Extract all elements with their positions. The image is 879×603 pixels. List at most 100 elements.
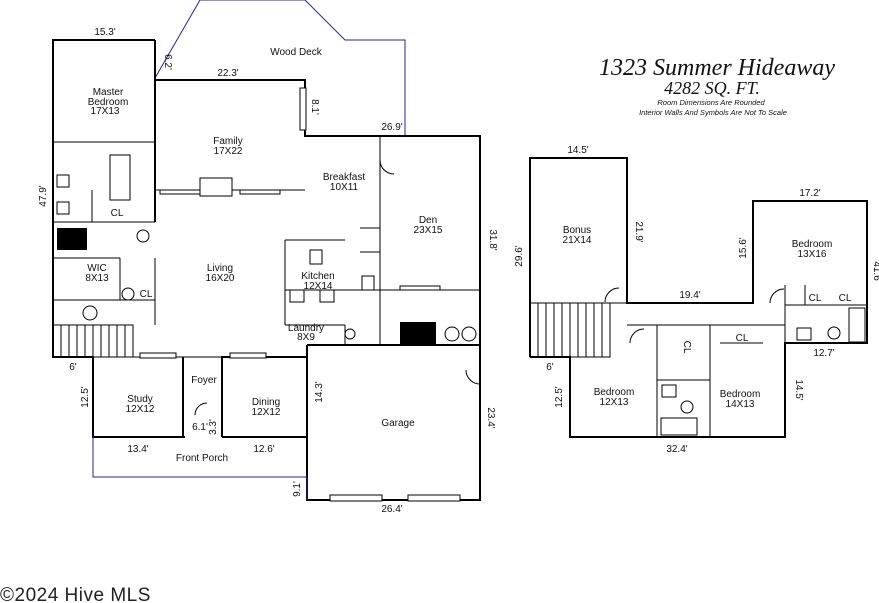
dim-label: 23.4' <box>485 407 496 428</box>
dim-label: 32.4' <box>666 444 687 455</box>
address-title: 1323 Summer Hideaway <box>599 55 835 81</box>
toilet <box>680 400 694 414</box>
title-block: 1323 Summer Hideaway 4282 SQ. FT. Room D… <box>599 55 835 117</box>
closet-label: CL <box>140 289 153 300</box>
second-floor: Bonus 21X14 Bedroom 13X16 Bedroom 12X13 … <box>514 145 879 455</box>
toilet <box>121 287 135 301</box>
toilet <box>136 229 150 243</box>
room-laundry-size: 8X9 <box>297 332 315 343</box>
dim-label: 29.6' <box>514 245 525 266</box>
room-bonus-name: Bonus <box>563 225 591 236</box>
sink <box>319 289 335 303</box>
shower <box>57 228 87 250</box>
window <box>239 189 281 195</box>
fireplace <box>199 177 233 197</box>
dim-label: 6' <box>546 362 554 373</box>
room-family-size: 17X22 <box>214 146 243 157</box>
room-bedroom-name: Bedroom <box>792 239 833 250</box>
door-swing <box>465 369 481 385</box>
dim-label: 41.6' <box>871 261 879 282</box>
room-kitchen-size: 12X14 <box>304 281 333 292</box>
washer <box>344 328 356 340</box>
dim-label: 6' <box>69 362 77 373</box>
room-breakfast-name: Breakfast <box>323 172 365 183</box>
room-study-size: 12X12 <box>126 404 155 415</box>
area-title: 4282 SQ. FT. <box>664 78 760 98</box>
sink <box>661 384 677 398</box>
note-rounded: Room Dimensions Are Rounded <box>657 98 765 107</box>
dim-label: 26.4' <box>381 504 402 515</box>
sink <box>444 326 460 342</box>
room-master-name-2: Bedroom <box>88 97 129 108</box>
room-master-size: 17X13 <box>91 106 120 117</box>
window <box>299 87 307 131</box>
room-wic-name: WIC <box>87 263 106 274</box>
dim-label: 12.5' <box>554 386 565 407</box>
closet-label: CL <box>681 341 692 354</box>
room-master-name: Master <box>93 87 124 98</box>
room-bonus-size: 21X14 <box>563 235 592 246</box>
window <box>159 189 201 195</box>
cooktop <box>309 249 323 265</box>
dim-label: 12.5' <box>80 386 91 407</box>
dim-label: 19.4' <box>679 290 700 301</box>
room-bedroom-size: 12X13 <box>600 397 629 408</box>
toilet <box>827 326 841 340</box>
first-floor: Master Bedroom 17X13 Family 17X22 Breakf… <box>38 0 498 515</box>
sink <box>56 201 70 215</box>
garage-door <box>329 494 383 502</box>
room-family-name: Family <box>213 136 242 147</box>
room-bedroom-size: 13X16 <box>798 249 827 260</box>
stairs <box>52 324 134 358</box>
garage-door <box>407 494 461 502</box>
dim-label: 14.5' <box>567 145 588 156</box>
room-bedroom-name: Bedroom <box>594 387 635 398</box>
sink <box>82 305 98 321</box>
dim-label: 47.9' <box>38 185 49 206</box>
second-floor-exterior-wall <box>529 157 868 438</box>
note-not-to-scale: Interior Walls And Symbols Are Not To Sc… <box>639 108 787 117</box>
room-garage-name: Garage <box>381 418 415 429</box>
dim-label: 6.2' <box>162 54 173 70</box>
dim-label: 8.1' <box>309 99 320 115</box>
dim-label: 12.6' <box>253 444 274 455</box>
bathtub <box>109 154 131 201</box>
room-kitchen-name: Kitchen <box>301 271 334 282</box>
bathtub <box>848 307 866 343</box>
closet-label: CL <box>736 333 749 344</box>
door-swing <box>769 288 785 304</box>
wood-deck-label: Wood Deck <box>270 47 323 58</box>
room-laundry-name: Laundry <box>288 323 324 334</box>
bathtub <box>660 417 698 436</box>
room-study-name: Study <box>127 394 153 405</box>
oven <box>361 275 375 291</box>
door-swing <box>194 402 208 416</box>
dim-label: 9.1' <box>292 481 303 497</box>
room-den-name: Den <box>419 215 437 226</box>
room-dining-name: Dining <box>252 397 280 408</box>
door-swing <box>379 159 395 175</box>
dim-label: 12.7' <box>813 348 834 359</box>
closet-label: CL <box>839 293 852 304</box>
range <box>289 289 305 303</box>
front-porch-outline <box>92 437 307 478</box>
room-den-size: 23X15 <box>414 225 443 236</box>
sink <box>56 174 70 188</box>
dim-label: 15.6' <box>738 237 749 258</box>
closet-label: CL <box>809 293 822 304</box>
dim-label: 26.9' <box>381 122 402 133</box>
door-swing <box>629 328 645 344</box>
window <box>399 285 441 291</box>
room-living-name: Living <box>207 263 233 274</box>
room-bedroom-name: Bedroom <box>720 389 761 400</box>
wood-deck-outline <box>154 0 406 135</box>
room-foyer-name: Foyer <box>191 375 217 386</box>
dim-label: 14.3' <box>314 381 325 402</box>
closet-label: CL <box>111 208 124 219</box>
room-dining-size: 12X12 <box>252 407 281 418</box>
room-bedroom-size: 14X13 <box>726 399 755 410</box>
dim-label: 22.3' <box>217 68 238 79</box>
window <box>139 352 177 359</box>
stairs <box>529 302 611 358</box>
